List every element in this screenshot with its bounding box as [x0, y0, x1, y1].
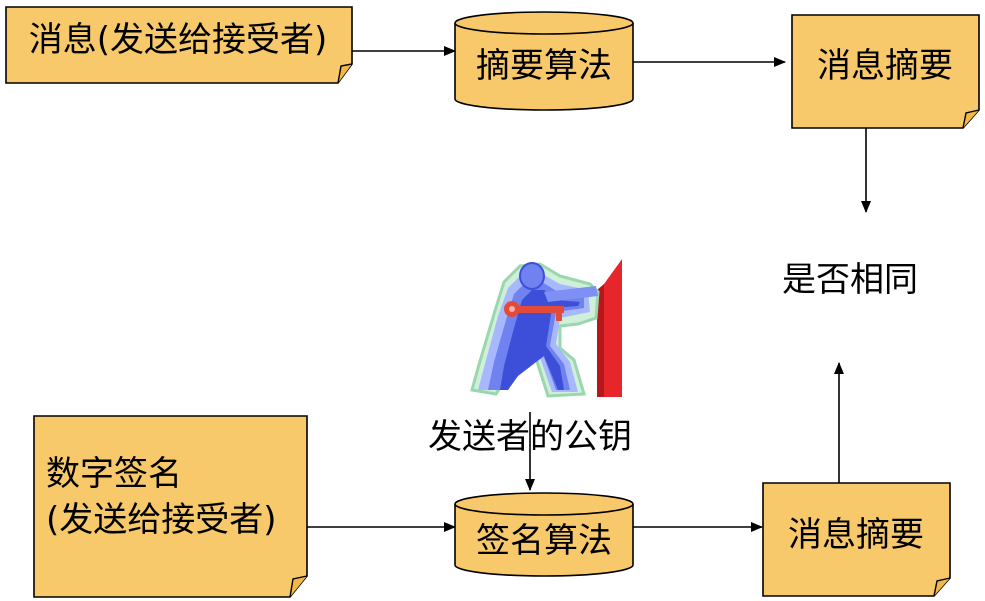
figure-arm: [544, 286, 598, 302]
cylinder-top: [454, 492, 634, 516]
sender-public-key-label: 发送者的公钥: [428, 417, 632, 457]
signature-algorithm-label: 签名算法: [476, 521, 612, 561]
node-message-to-receiver: 消息(发送给接受者): [5, 6, 353, 84]
node-digest-algorithm: 摘要算法: [454, 11, 634, 111]
digest-bottom-label: 消息摘要: [788, 515, 924, 555]
figure-head: [519, 262, 545, 290]
door-edge: [597, 284, 604, 397]
key-bow-hole: [509, 306, 515, 312]
key-tooth: [556, 312, 562, 321]
note-fold: [289, 575, 308, 598]
edges: [307, 46, 871, 532]
cylinder-body: [454, 23, 634, 111]
door-shape: [604, 259, 622, 397]
digest-top-label: 消息摘要: [817, 46, 953, 86]
node-digest-top: 消息摘要: [791, 14, 980, 129]
note-fold: [337, 63, 353, 84]
digital-signature-label-line2: (发送给接受者): [46, 500, 277, 540]
node-digest-bottom: 消息摘要: [762, 482, 951, 597]
digest-algorithm-label: 摘要算法: [476, 46, 612, 86]
note-fold: [962, 109, 980, 129]
message-to-receiver-label: 消息(发送给接受者): [29, 20, 328, 60]
node-signature-algorithm: 签名算法: [454, 492, 634, 577]
figure-body-dark: [500, 290, 580, 390]
note-fold: [933, 577, 951, 597]
cylinder-top: [454, 11, 634, 35]
node-digital-signature: 数字签名 (发送给接受者): [33, 415, 308, 598]
compare-label: 是否相同: [782, 260, 918, 300]
key-shaft: [518, 306, 564, 313]
cylinder-body: [454, 504, 634, 577]
digital-signature-label-line1: 数字签名: [46, 454, 182, 494]
person-with-key-at-door-icon: [470, 259, 622, 398]
